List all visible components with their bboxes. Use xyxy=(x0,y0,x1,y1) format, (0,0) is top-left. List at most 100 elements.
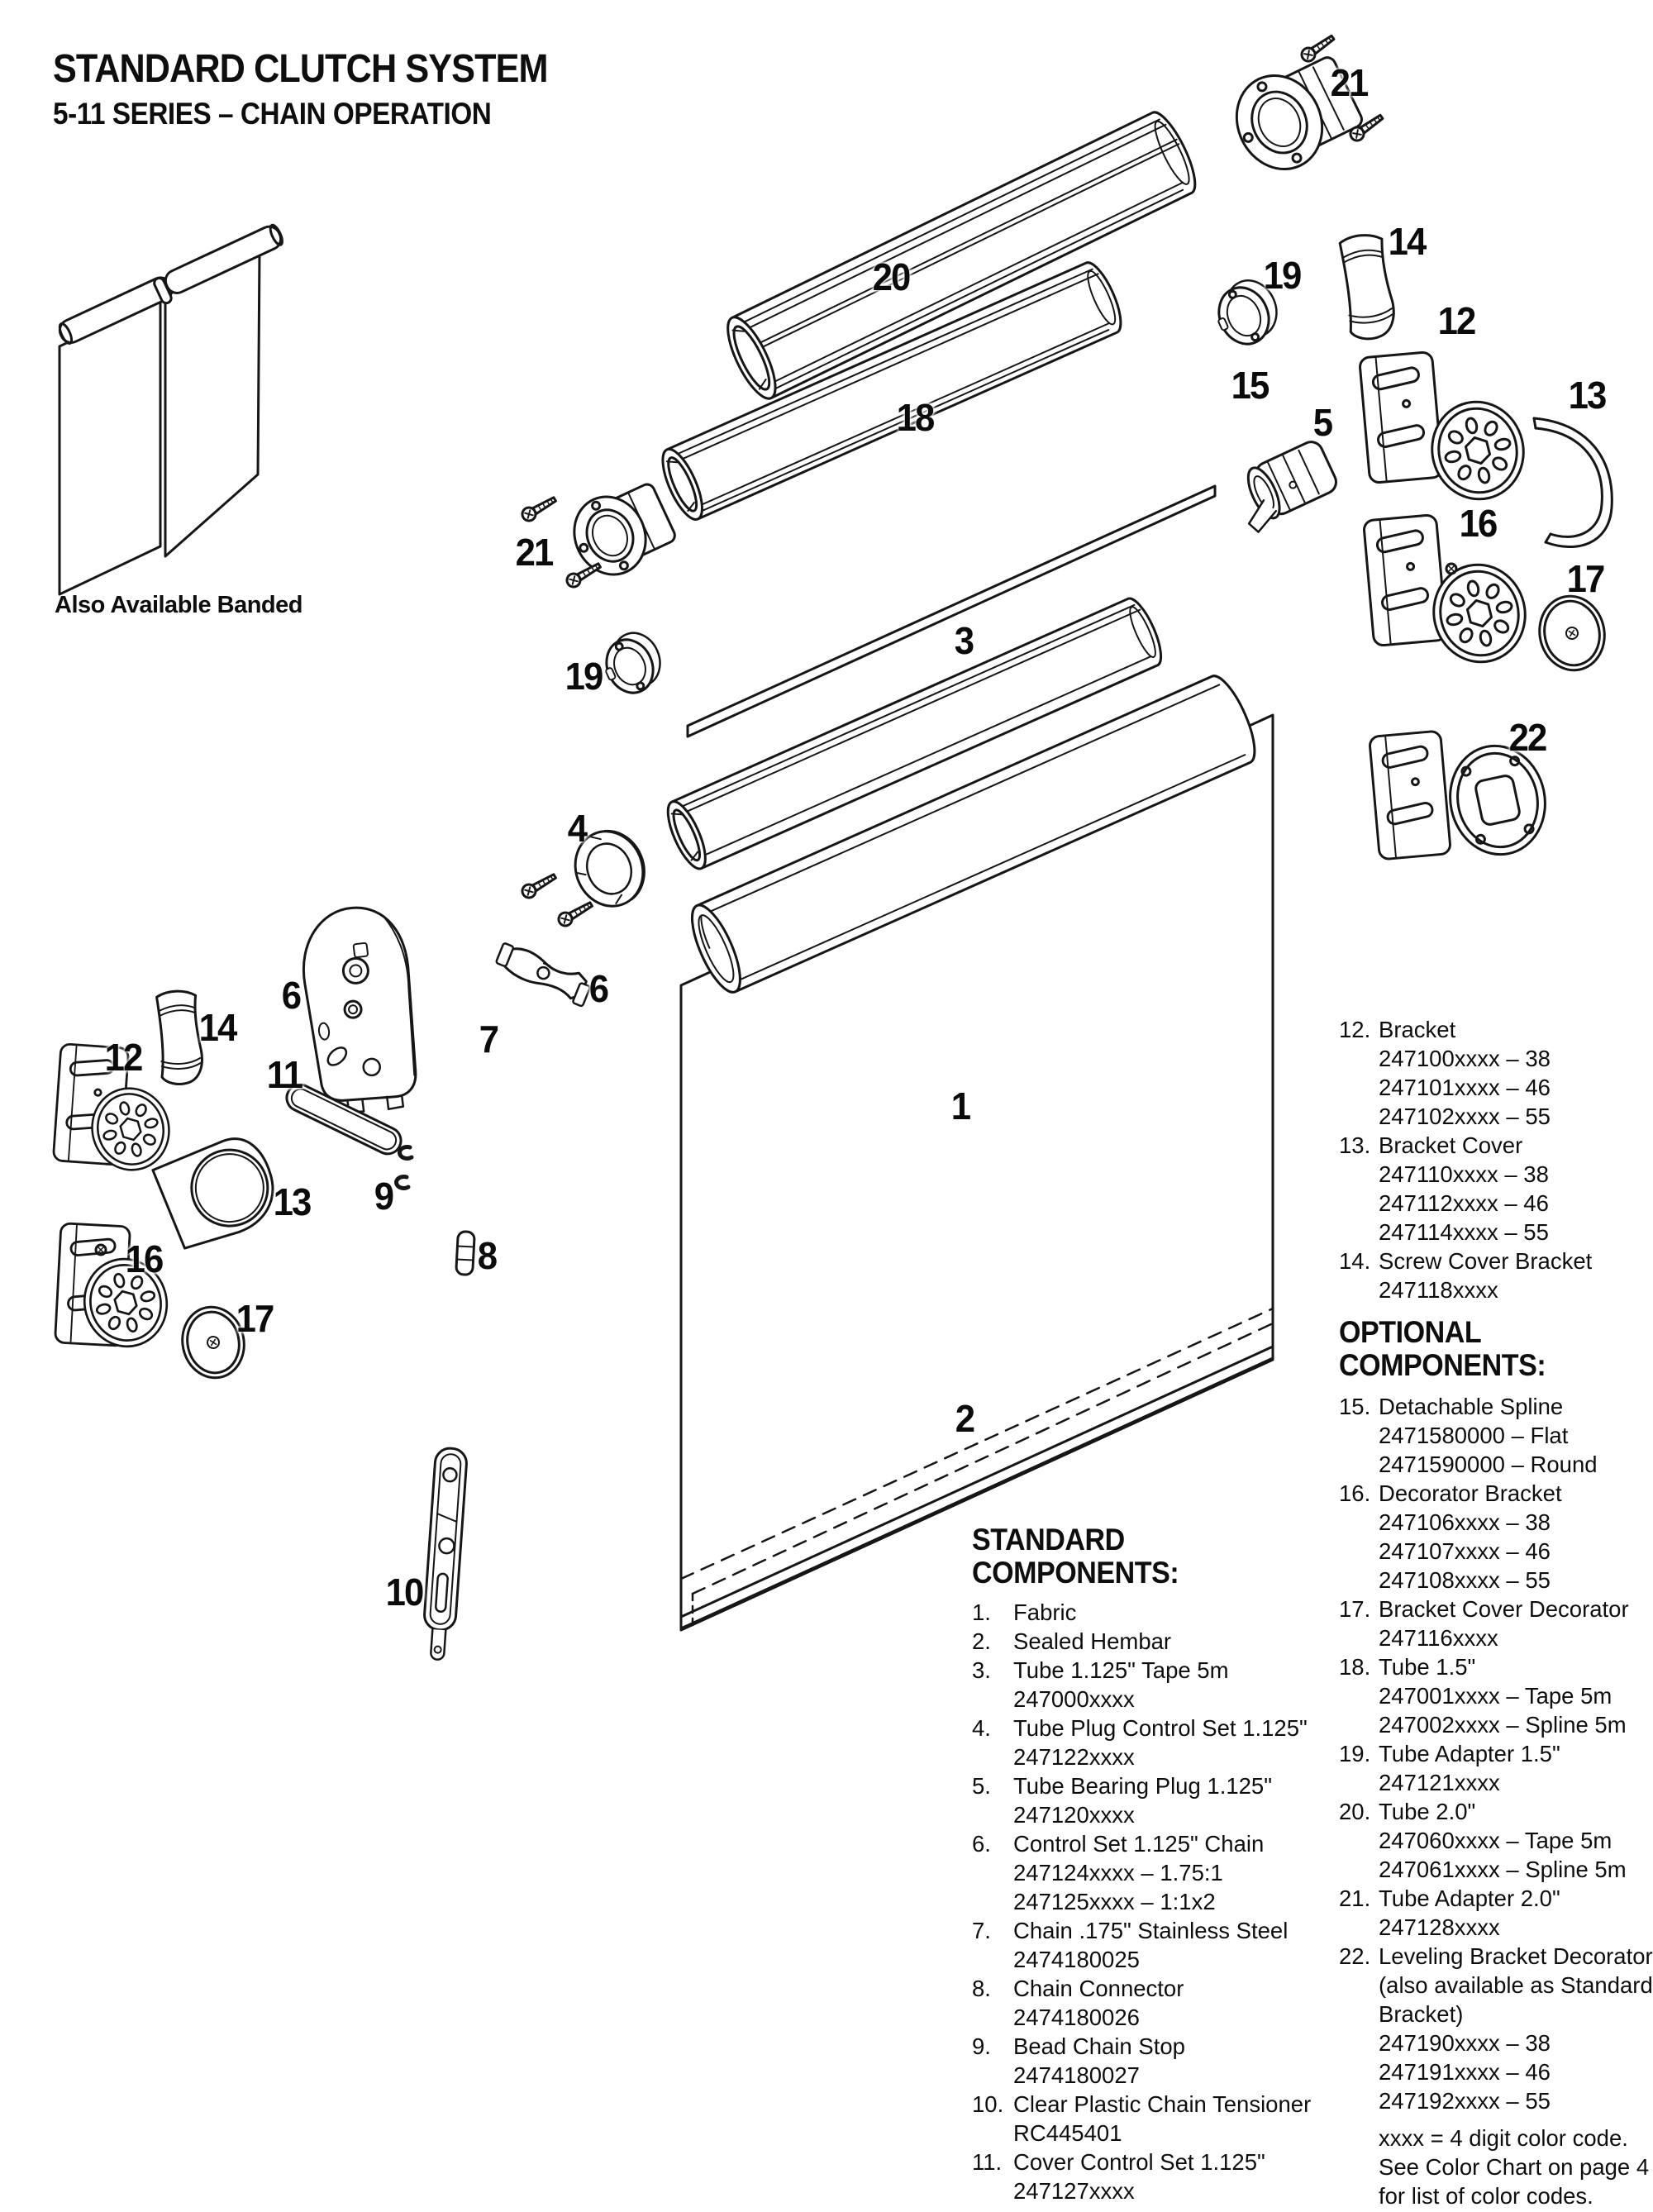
callout-number-16: 16 xyxy=(1459,502,1498,545)
text-line: See Color Chart on page 4 xyxy=(1379,2154,1650,2180)
part-line: Bracket Cover Decorator xyxy=(1379,1596,1629,1622)
part-number: 6. xyxy=(972,1831,991,1857)
part-lines: Tube Plug Control Set 1.125"247122xxxx xyxy=(1013,1714,1336,1771)
part-line: 2471590000 – Round xyxy=(1379,1452,1598,1477)
part-12-bracket-right xyxy=(1358,350,1534,508)
part-number: 15. xyxy=(1339,1394,1371,1419)
part-number: 18. xyxy=(1339,1654,1371,1680)
part-number: 21. xyxy=(1339,1885,1371,1911)
callout-number-10: 10 xyxy=(385,1571,425,1614)
title-line1: STANDARD CLUTCH SYSTEM xyxy=(53,47,548,91)
part-number: 8. xyxy=(972,1976,991,2001)
callout-number-19: 19 xyxy=(564,655,604,698)
part-19-tube-adapter-left xyxy=(605,632,661,694)
callout-number-20: 20 xyxy=(872,255,912,298)
part-line: 247112xxxx – 46 xyxy=(1379,1190,1549,1216)
part-line: 247001xxxx – Tape 5m xyxy=(1379,1683,1613,1709)
text-line: xxxx = 4 digit color code. xyxy=(1379,2125,1628,2151)
part-number: 19. xyxy=(1339,1741,1371,1766)
part-line: 247106xxxx – 38 xyxy=(1379,1509,1551,1535)
part-list-item: 1.Fabric xyxy=(972,1598,1336,1627)
part-number: 7. xyxy=(972,1918,991,1943)
part-14-screw-cover-left xyxy=(155,989,203,1085)
part-15-detachable-spline xyxy=(686,484,1217,738)
part-number: 2. xyxy=(972,1628,991,1654)
page-title: STANDARD CLUTCH SYSTEM 5-11 SERIES – CHA… xyxy=(53,48,603,132)
part-5-tube-bearing-plug xyxy=(1246,441,1337,533)
part-10-chain-tensioner xyxy=(423,1447,468,1661)
part-2-sealed-hembar xyxy=(679,1307,1274,1630)
part-line: 247107xxxx – 46 xyxy=(1379,1538,1551,1564)
part-14-screw-cover-right xyxy=(1338,234,1395,341)
part-17-bracket-cover-decorator-right xyxy=(1538,594,1606,672)
callout-number-14: 14 xyxy=(198,1006,238,1049)
part-20-tube-2-0 xyxy=(726,111,1197,400)
part-list-item: 2. Sealed Hembar xyxy=(972,1627,1336,1656)
part-number: 3. xyxy=(972,1657,991,1683)
part-line: 247121xxxx xyxy=(1379,1770,1500,1795)
callout-number-11: 11 xyxy=(266,1053,303,1096)
part-line: Bead Chain Stop xyxy=(1013,2033,1185,2059)
part-line: Chain Connector xyxy=(1013,1976,1184,2001)
callout-number-2: 2 xyxy=(955,1397,975,1440)
part-21-tube-adapter-left xyxy=(518,483,676,591)
callout-number-1: 1 xyxy=(950,1085,971,1127)
part-number: 16. xyxy=(1339,1480,1371,1506)
part-number: 5. xyxy=(972,1773,991,1799)
part-3-tube-1-125 xyxy=(666,597,1163,870)
part-list-item: 4.Tube Plug Control Set 1.125"247122xxxx xyxy=(972,1714,1336,1771)
part-number: 17. xyxy=(1339,1596,1371,1622)
part-line: 247060xxxx – Tape 5m xyxy=(1379,1828,1613,1853)
callout-number-5: 5 xyxy=(1312,401,1333,444)
callout-number-13: 13 xyxy=(1568,374,1608,417)
text-line: COMPONENTS: xyxy=(972,1556,1179,1590)
callout-number-22: 22 xyxy=(1508,716,1548,759)
part-line: 247101xxxx – 46 xyxy=(1379,1075,1551,1100)
part-13-bracket-cover-left xyxy=(151,1137,274,1250)
title-line2: 5-11 SERIES – CHAIN OPERATION xyxy=(53,97,492,131)
callout-number-15: 15 xyxy=(1231,364,1270,407)
part-line: Tube Plug Control Set 1.125" xyxy=(1013,1715,1308,1741)
part-list-item: 7. Chain .175" Stainless Steel 2474180025 xyxy=(972,1916,1336,1974)
part-line: 247114xxxx – 55 xyxy=(1379,1219,1549,1245)
part-number: 10. xyxy=(972,2091,1004,2117)
text-line: COMPONENTS: xyxy=(1339,1348,1546,1382)
part-number: 20. xyxy=(1339,1799,1371,1824)
part-line: 247100xxxx – 38 xyxy=(1379,1046,1551,1071)
part-number: 22. xyxy=(1339,1943,1371,1969)
part-line: 2474180025 xyxy=(1013,1947,1140,1972)
part-16-decorator-bracket-right xyxy=(1362,512,1536,671)
callout-number-12: 12 xyxy=(1437,299,1477,342)
part-line: 247190xxxx – 38 xyxy=(1379,2030,1551,2056)
part-list-item: 6. Control Set 1.125" Chain 247124xxxx – 1… xyxy=(972,1829,1336,1916)
callout-number-18: 18 xyxy=(896,396,936,439)
part-line: Sealed Hembar xyxy=(1013,1628,1172,1654)
color-code-footnote: xxxx = 4 digit color code. See Color Char… xyxy=(1339,2124,1653,2210)
part-lines: Control Set 1.125" Chain 247124xxxx – 1.7… xyxy=(1013,1829,1336,1916)
text-line: STANDARD xyxy=(972,1523,1125,1557)
part-line: Tube Bearing Plug 1.125" xyxy=(1013,1773,1272,1799)
part-line: Cover Control Set 1.125" xyxy=(1013,2149,1265,2175)
part-line: 247124xxxx – 1.75:1 xyxy=(1013,1860,1223,1885)
part-line: Tube 1.5" xyxy=(1379,1654,1476,1680)
part-16-decorator-bracket-left xyxy=(54,1222,177,1356)
part-line: Chain .175" Stainless Steel xyxy=(1013,1918,1289,1943)
part-number: 14. xyxy=(1339,1248,1371,1274)
part-number: 12. xyxy=(1339,1017,1371,1042)
part-7-bead-chain xyxy=(436,878,500,1451)
part-line: Control Set 1.125" Chain xyxy=(1013,1831,1265,1857)
part-line: 247127xxxx xyxy=(1013,2178,1135,2204)
